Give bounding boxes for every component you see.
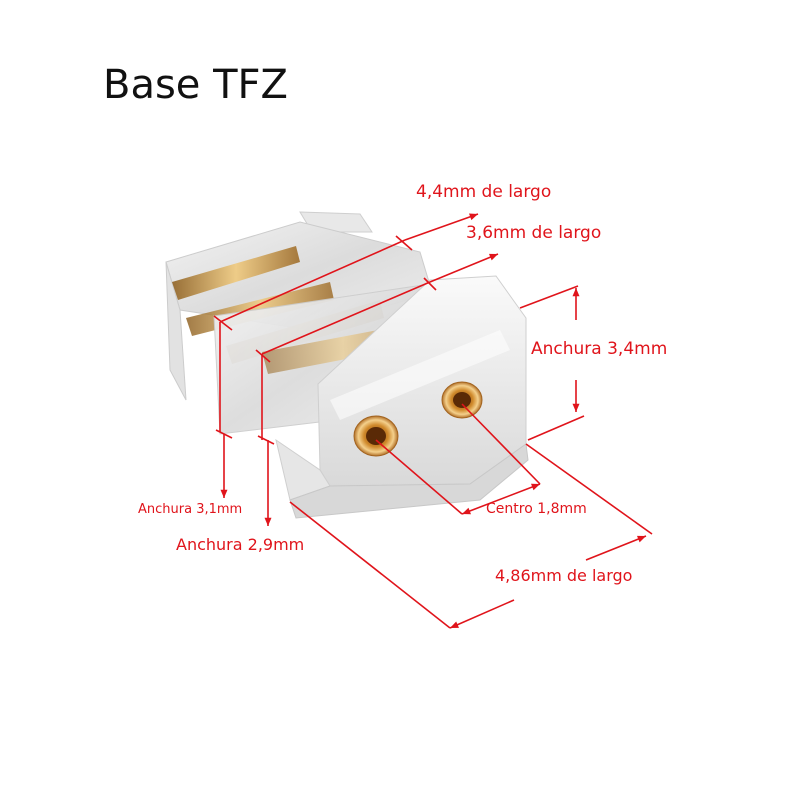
label-width-left-1: Anchura 3,1mm	[138, 502, 242, 517]
page-title: Base TFZ	[103, 62, 288, 108]
dim-inner-length-tick-left	[255, 349, 271, 363]
dim-bottom-length-arrow-left	[450, 621, 459, 628]
dim-bottom-length-right	[525, 443, 653, 535]
label-length-top-inner: 3,6mm de largo	[466, 223, 601, 243]
dim-outer-length-line	[219, 239, 406, 323]
dim-outer-length-tick	[395, 235, 413, 251]
dim-width-right-bottom	[527, 415, 585, 441]
dim-outer-length-arrow	[469, 213, 478, 221]
dim-center-line-left	[375, 439, 463, 515]
dim-width-left2-arrow	[264, 517, 272, 526]
label-width-left-2: Anchura 2,9mm	[176, 535, 304, 554]
dim-bottom-length-upper	[585, 535, 647, 561]
dim-inner-length-arrow	[489, 253, 498, 261]
dim-width-right-top	[519, 285, 579, 309]
dim-inner-length-line	[261, 281, 431, 355]
dim-width-right-arrow-up	[572, 288, 580, 297]
dim-inner-length-leader	[429, 253, 499, 283]
label-length-bottom: 4,86mm de largo	[495, 566, 632, 585]
dim-bottom-length-left	[289, 501, 451, 629]
label-length-top-outer: 4,4mm de largo	[416, 182, 551, 202]
dim-width-left1-arrow	[220, 489, 228, 498]
dim-center-arrow-right	[531, 483, 540, 491]
dim-outer-length-tick-left	[213, 315, 233, 331]
dim-outer-length-leader	[404, 213, 479, 241]
dim-bottom-length-lower	[449, 599, 515, 629]
dim-width-left2-tick	[257, 435, 275, 445]
dim-center-arrow-left	[462, 507, 471, 515]
label-width-right: Anchura 3,4mm	[531, 339, 667, 359]
dim-inner-length-tick	[423, 277, 437, 291]
dim-center-span	[461, 483, 541, 515]
dim-bottom-length-arrow-right	[637, 535, 646, 543]
dim-width-right-arrow-down	[572, 403, 580, 412]
label-center: Centro 1,8mm	[486, 501, 587, 517]
dimension-lines	[213, 213, 653, 629]
dim-center-line-right	[461, 403, 541, 485]
